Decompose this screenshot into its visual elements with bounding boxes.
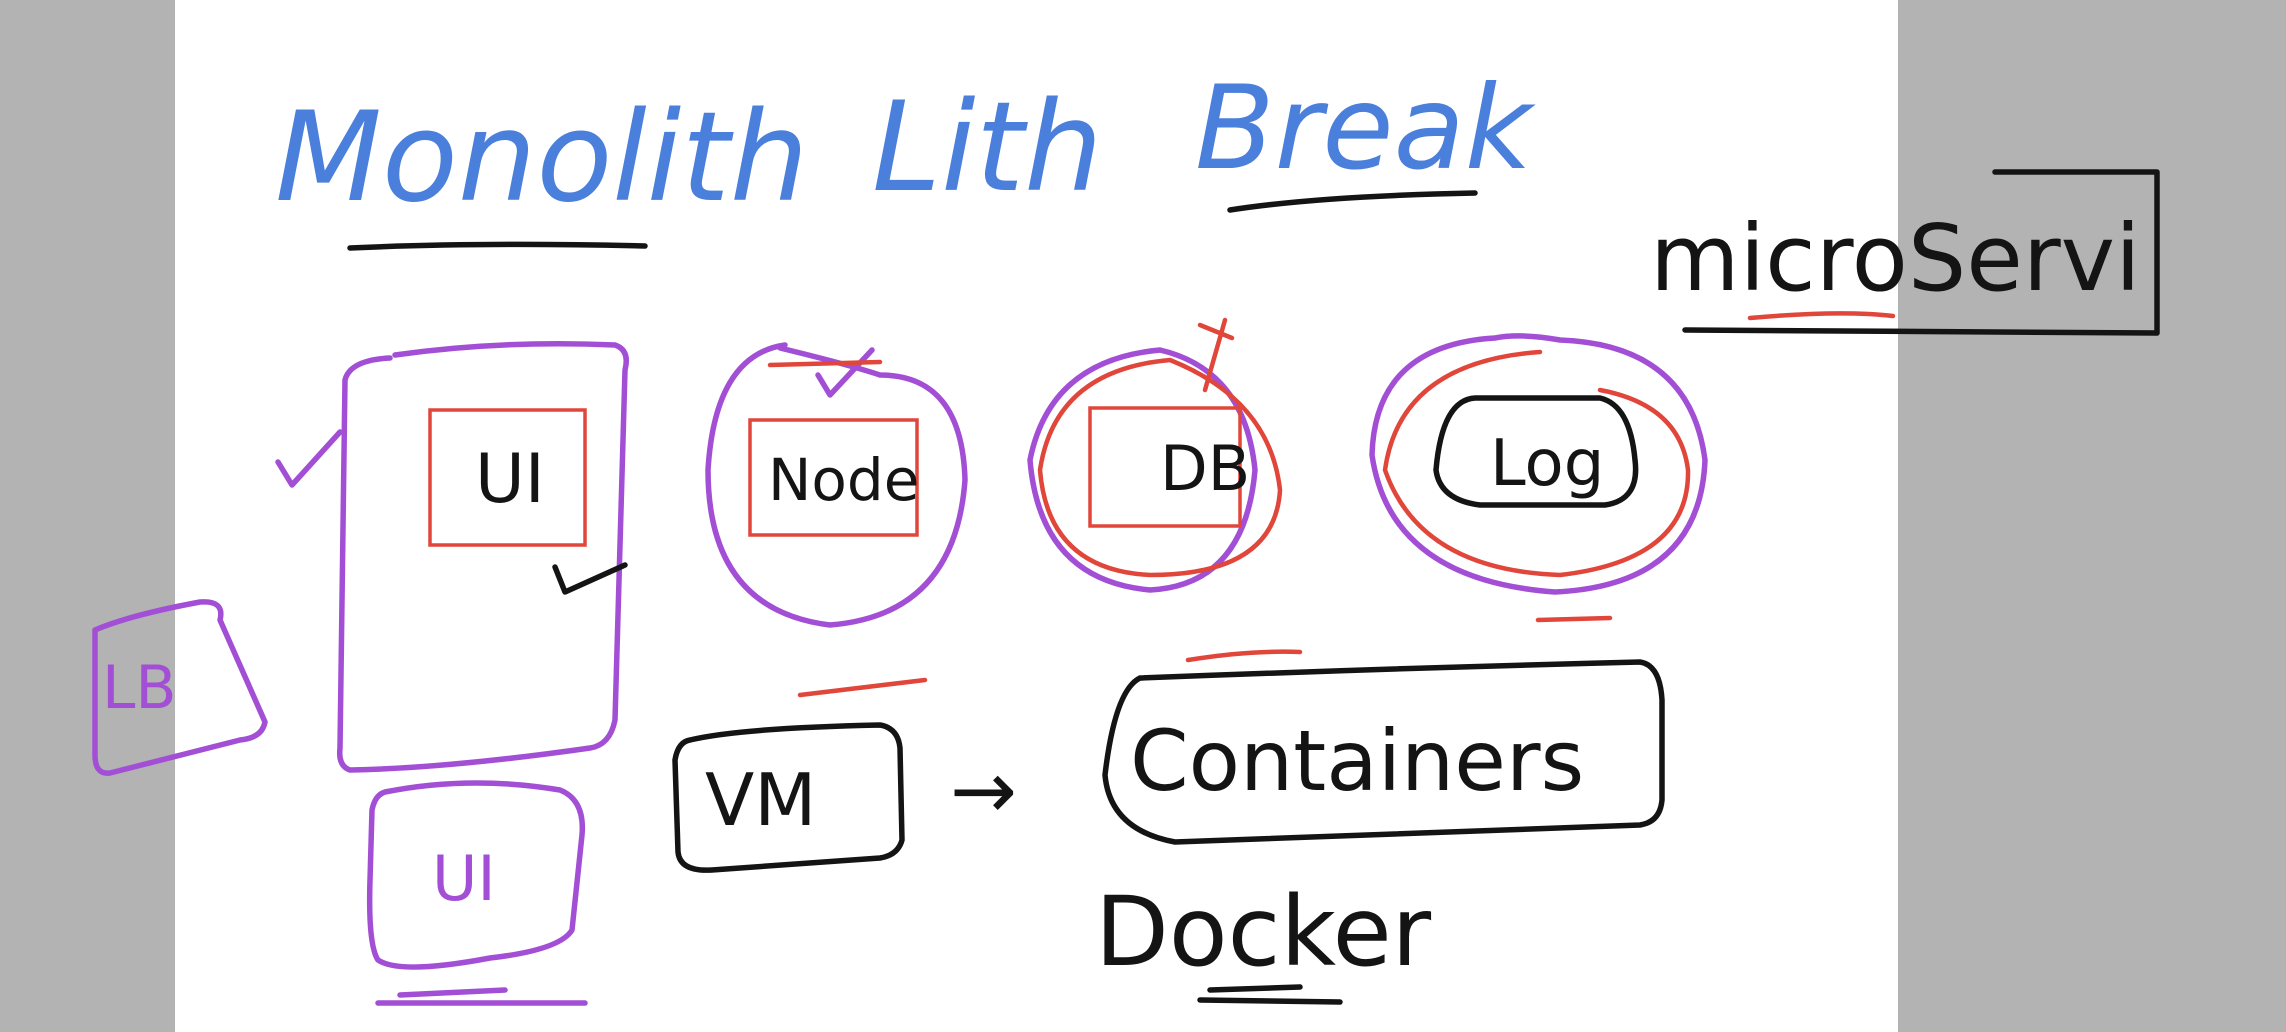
arrow-vm-to-containers: → [950,744,1017,837]
node-red-dash [767,359,883,368]
underline-break [1227,190,1478,213]
heading: Monolith Lith Break [275,61,1536,230]
log-box-label: Log [1490,427,1604,501]
side-note-microservi: microServi [1650,205,2141,312]
db-purple-circle [1027,347,1258,593]
ui-small-box [366,780,586,970]
node-box-label: Node [768,446,919,514]
ui-box [428,408,587,547]
check-mark-left [275,429,343,488]
db-red-cross [1197,317,1235,393]
monolith-server-box [336,341,629,773]
vm-red-dash [797,677,928,698]
log-red-dash [1535,615,1613,623]
db-red-circle [1037,357,1283,578]
vm-box [672,722,905,873]
log-black-box [1433,395,1639,508]
log-purple-circle [1369,333,1708,595]
heading-word-break: Break [1195,61,1536,196]
ui-box-label: UI [475,440,545,519]
check-mark-ui [552,562,628,595]
containers-box-label: Containers [1130,712,1584,810]
node-box [748,418,919,537]
side-note-box [1682,169,2160,336]
db-box [1088,406,1242,528]
docker-label: Docker [1095,876,1432,988]
lb-box-label: LB [102,653,177,723]
side-note-red-underline [1747,311,1896,321]
heading-word-monolith: Monolith [275,86,808,230]
docker-underline [1197,984,1343,1005]
check-mark-node [815,347,875,398]
underline-monolith [347,241,648,251]
heading-word-lith: Lith [872,76,1103,220]
node-circle [705,342,968,628]
lb-box [92,599,268,776]
vm-box-label: VM [705,758,816,842]
ui-small-underline [375,987,588,1006]
whiteboard-page [175,0,1898,1032]
log-red-circle [1382,349,1691,578]
containers-box [1102,659,1665,845]
db-box-label: DB [1160,432,1250,505]
containers-red-dash [1185,649,1303,663]
ui-small-label: UI [432,842,496,915]
